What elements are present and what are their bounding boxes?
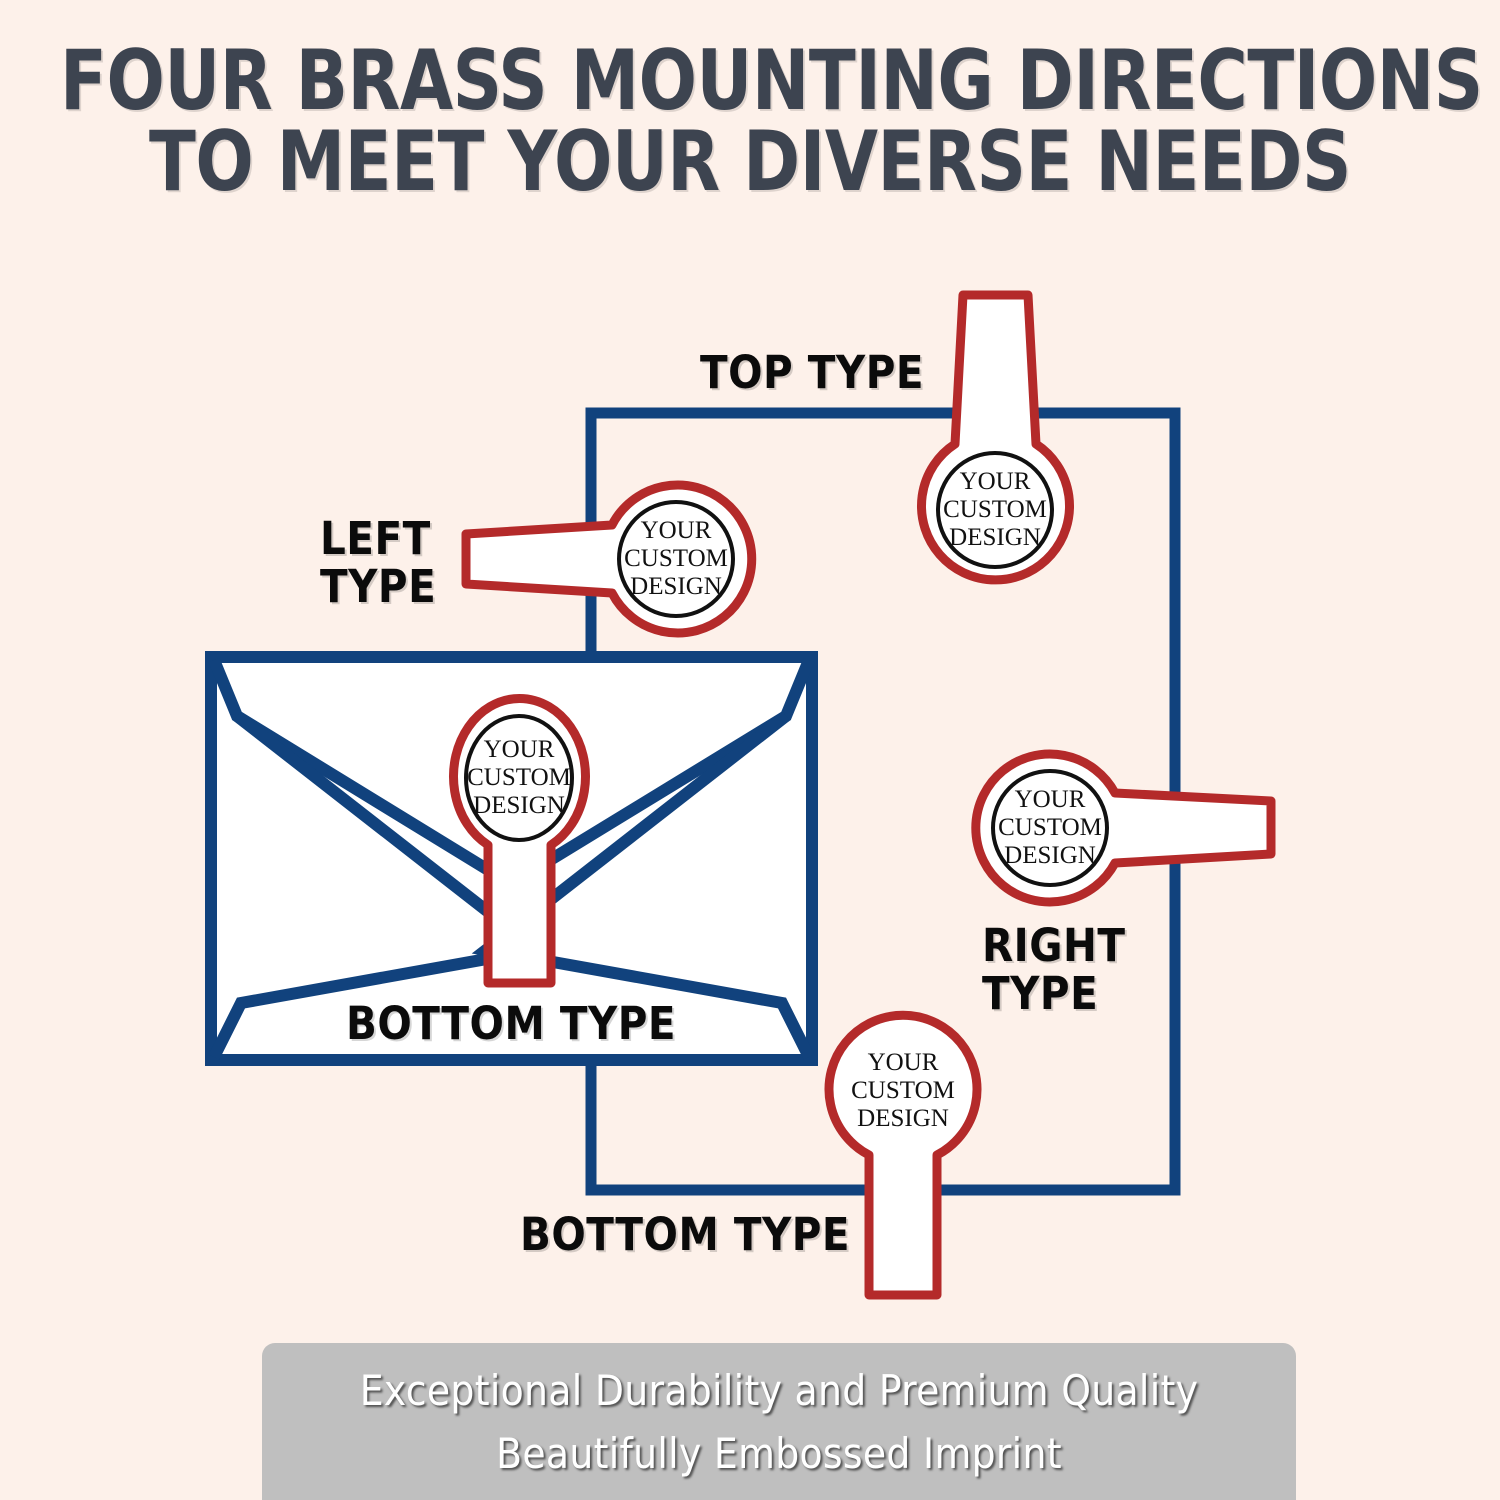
stamp-left-type[interactable]: YOUR CUSTOM DESIGN [461, 480, 757, 638]
label-right-type-line-1: RIGHT [982, 919, 1126, 972]
stamp-top-type-shape [917, 290, 1074, 585]
stamp-outer-bottom-type-text-line-3: DESIGN [857, 1105, 949, 1132]
footer-line-1: Exceptional Durability and Premium Quali… [359, 1365, 1199, 1415]
stamp-right-type-text-line-2: CUSTOM [998, 814, 1102, 841]
stamp-top-type-text-line-1: YOUR [960, 468, 1031, 495]
stamp-right-type-text-line-1: YOUR [1015, 786, 1086, 813]
stamp-right-type-shape [971, 749, 1276, 907]
label-left-type-line-2: TYPE [320, 559, 437, 613]
stamp-left-type-text-line-1: YOUR [641, 517, 712, 544]
stamp-top-type-text-line-3: DESIGN [949, 524, 1041, 551]
stamp-left-type-inner-ring [617, 500, 735, 618]
label-envelope-bottom-type: BOTTOM TYPE [346, 997, 677, 1050]
label-left-type: LEFT TYPE [320, 515, 436, 610]
stamp-outer-bottom-type-text-line-1: YOUR [868, 1049, 939, 1076]
stamp-envelope-bottom-type-inner-ring [464, 714, 574, 842]
stamp-right-type-text-line-3: DESIGN [1004, 842, 1096, 869]
stamp-top-type-text-line-2: CUSTOM [943, 496, 1047, 523]
page-title-line-2: TO MEET YOUR DIVERSE NEEDS [148, 113, 1352, 211]
stamp-envelope-bottom-type-text-line-3: DESIGN [473, 792, 565, 819]
label-right-type: RIGHT TYPE [982, 922, 1125, 1017]
label-top-type: TOP TYPE [700, 346, 925, 399]
stamp-envelope-bottom-type-text-line-2: CUSTOM [467, 764, 571, 791]
stamp-envelope-bottom-type-text-line-1: YOUR [484, 736, 555, 763]
label-left-type-line-1: LEFT [320, 512, 431, 565]
stamp-top-type[interactable]: YOUR CUSTOM DESIGN [917, 290, 1074, 585]
stamp-outer-bottom-type-shape [824, 1010, 982, 1300]
envelope-left-fold [208, 711, 552, 1060]
footer-banner: Exceptional Durability and Premium Quali… [262, 1343, 1296, 1500]
stamp-outer-bottom-type-text-line-2: CUSTOM [851, 1077, 955, 1104]
stamp-outer-bottom-type[interactable]: YOUR CUSTOM DESIGN [824, 1010, 982, 1300]
stamp-envelope-bottom-type[interactable]: YOUR CUSTOM DESIGN [449, 694, 590, 988]
stamp-left-type-shape [461, 480, 757, 638]
stamp-left-type-text-line-3: DESIGN [630, 573, 722, 600]
stamp-right-type-inner-ring [991, 769, 1109, 887]
stamp-right-type[interactable]: YOUR CUSTOM DESIGN [971, 749, 1276, 907]
label-right-type-line-2: TYPE [982, 966, 1099, 1020]
stamp-left-type-text-line-2: CUSTOM [624, 545, 728, 572]
footer-line-2: Beautifully Embossed Imprint [496, 1428, 1062, 1478]
page-title-line-1: FOUR BRASS MOUNTING DIRECTIONS [60, 32, 1483, 129]
envelope-right-fold [471, 711, 815, 1060]
stamp-top-type-inner-ring [936, 451, 1054, 569]
page-title: FOUR BRASS MOUNTING DIRECTIONS TO MEET Y… [60, 32, 1483, 211]
label-outer-bottom-type: BOTTOM TYPE [520, 1208, 851, 1261]
